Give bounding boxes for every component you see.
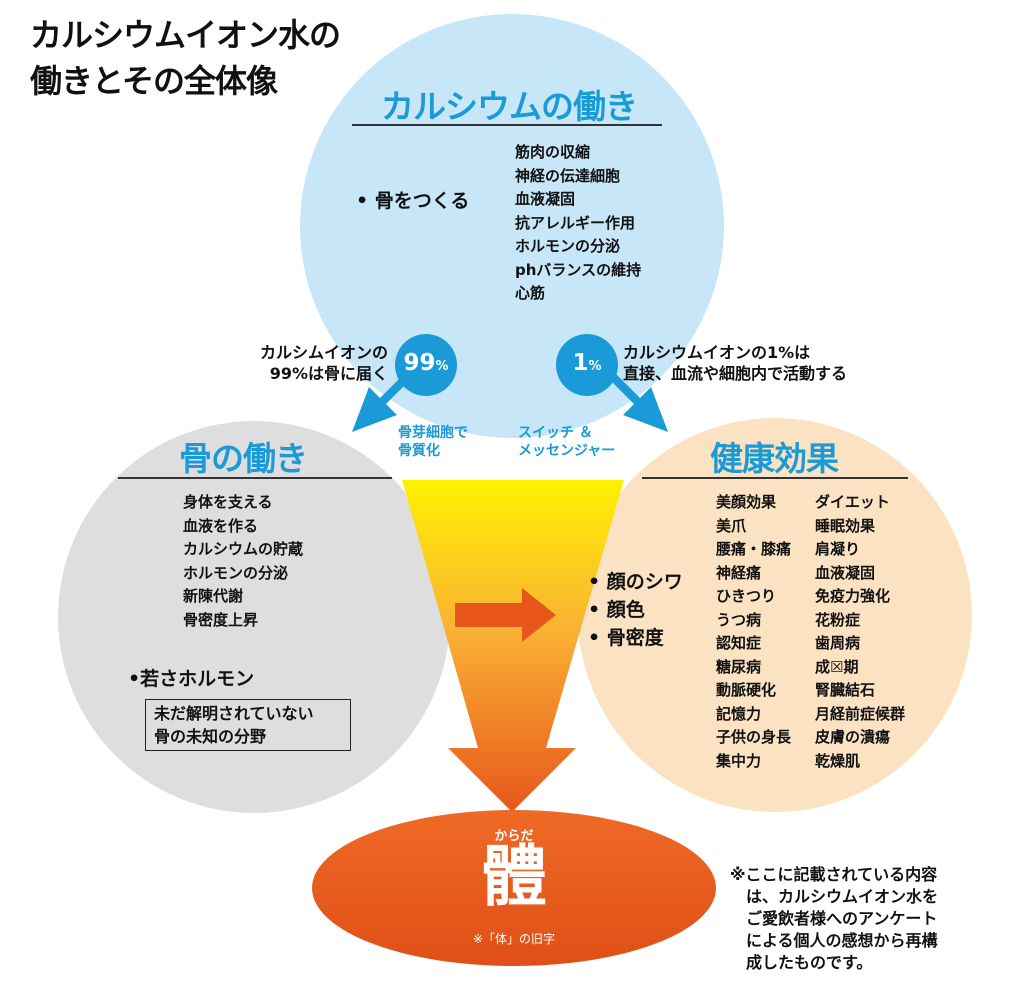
list-item: 腰痛・膝痛 <box>716 540 792 558</box>
bone-to-health-arrow <box>455 588 556 642</box>
body-ellipse <box>312 810 716 966</box>
bone-heading-rule <box>118 477 392 479</box>
list-item: 記憶力 <box>716 704 762 723</box>
list-item: 肩凝り <box>815 540 861 558</box>
funnel-shape <box>402 480 624 812</box>
list-item: 歯周病 <box>815 634 861 652</box>
list-item: 身体を支える <box>183 493 273 511</box>
health-heading-rule <box>642 477 908 479</box>
list-item: 骨密度上昇 <box>183 610 259 629</box>
right-blue-arrow <box>600 364 668 432</box>
list-item: 月経前症候群 <box>815 704 906 723</box>
list-item: 神経痛 <box>716 563 762 582</box>
badge-1: 1% <box>572 350 602 376</box>
health-bullets: • 顔のシワ • 顔色 • 骨密度 <box>588 568 683 652</box>
badge-99-circle <box>395 334 457 396</box>
left-path-sub: 骨芽細胞で 骨質化 <box>398 425 468 459</box>
list-item: 集中力 <box>716 751 762 770</box>
footnote: ※ここに記載されている内容 は、カルシウムイオン水を ご愛飲者様へのアンケート … <box>730 865 939 972</box>
list-item: ホルモンの分泌 <box>183 563 289 582</box>
list-item: 血液を作る <box>183 516 259 535</box>
calcium-heading-rule <box>352 124 662 126</box>
list-item: 糖尿病 <box>716 657 762 676</box>
list-item: 睡眠効果 <box>815 516 876 535</box>
calcium-function-list: 筋肉の収縮 神経の伝達細胞 血液凝固 抗アレルギー作用 ホルモンの分泌 phバラ… <box>515 141 641 306</box>
unknown-field-box: 未だ解明されていない 骨の未知の分野 <box>145 699 351 751</box>
right-path-sub: スイッチ ＆ メッセンジャー <box>518 425 616 459</box>
list-item: ホルモンの分泌 <box>515 237 621 255</box>
health-heading: 健康効果 <box>710 439 839 478</box>
list-item: 動脈硬化 <box>716 681 777 699</box>
list-item: • 顔色 <box>588 599 645 621</box>
list-item: 腎臓結石 <box>815 681 876 699</box>
bone-function-list: 身体を支える 血液を作る カルシウムの貯蔵 ホルモンの分泌 新陳代謝 骨密度上昇 <box>183 491 303 632</box>
list-item: 抗アレルギー作用 <box>515 213 636 232</box>
list-item: ひきつり <box>716 587 777 605</box>
list-item: ダイエット <box>815 493 890 511</box>
calcium-bullet: • 骨をつくる <box>356 190 470 212</box>
list-item: 血液凝固 <box>515 190 576 208</box>
list-item: 花粉症 <box>815 610 861 629</box>
health-effects-col2: ダイエット 睡眠効果 肩凝り 血液凝固 免疫力強化 花粉症 歯周病 成☒期 腎臓… <box>815 491 905 773</box>
list-item: カルシウムの貯蔵 <box>183 540 304 558</box>
body-kanji: 體 <box>481 838 547 915</box>
list-item: • 骨密度 <box>588 627 664 649</box>
list-item: 乾燥肌 <box>815 751 861 770</box>
body-ruby: からだ <box>494 829 534 844</box>
body-note: ※「体」の旧字 <box>472 932 556 946</box>
health-circle <box>578 418 972 812</box>
page-title: カルシウムイオン水の 働きとその全体像 <box>30 16 341 100</box>
list-item: 筋肉の収縮 <box>515 143 591 161</box>
list-item: 神経の伝達細胞 <box>515 166 621 185</box>
left-path-label: カルシムイオンの 99%は骨に届く <box>259 343 388 383</box>
badge-1-circle <box>556 334 618 396</box>
list-item: 認知症 <box>716 634 762 652</box>
badge-99: 99% <box>403 350 449 376</box>
list-item: 皮膚の潰瘍 <box>815 728 891 746</box>
list-item: 心筋 <box>515 284 546 302</box>
list-item: 血液凝固 <box>815 563 876 582</box>
health-effects-col1: 美顔効果 美爪 腰痛・膝痛 神経痛 ひきつり うつ病 認知症 糖尿病 動脈硬化 … <box>716 491 791 773</box>
list-item: 新陳代謝 <box>183 587 244 605</box>
calcium-heading: カルシウムの働き <box>381 87 638 126</box>
list-item: 美顔効果 <box>716 493 777 511</box>
list-item: • 顔のシワ <box>588 571 683 593</box>
calcium-circle <box>300 14 724 438</box>
list-item: phバランスの維持 <box>515 260 642 279</box>
bone-heading: 骨の働き <box>179 439 308 478</box>
bone-circle <box>58 421 450 813</box>
list-item: 子供の身長 <box>716 728 792 746</box>
right-path-label: カルシウムイオンの1%は 直接、血流や細胞内で活動する <box>623 343 848 383</box>
list-item: 成☒期 <box>815 657 859 676</box>
hormone-bullet: •若さホルモン <box>128 668 255 690</box>
list-item: うつ病 <box>716 610 762 629</box>
list-item: 美爪 <box>716 516 747 535</box>
list-item: 免疫力強化 <box>815 587 891 605</box>
